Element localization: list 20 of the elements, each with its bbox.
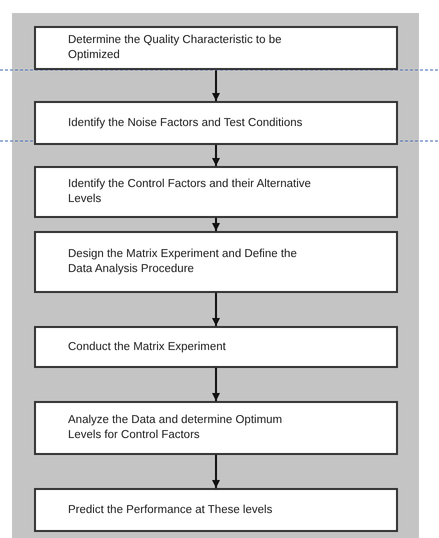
process-box [34, 26, 398, 70]
arrow [212, 455, 220, 488]
process-box [34, 166, 398, 218]
step-text: Determine the Quality Characteristic to be Optimized [68, 33, 282, 63]
step-text: Design the Matrix Experiment and Define the Data Analysis Procedure [68, 247, 298, 277]
arrow [212, 218, 220, 231]
process-box [34, 401, 398, 455]
process-box [34, 101, 398, 145]
arrow [212, 70, 220, 101]
step-text: Conduct the Matrix Experiment [68, 340, 226, 354]
process-box [34, 231, 398, 293]
step-text: Identify the Control Factors and their Alternative Levels [68, 177, 312, 207]
arrow [212, 293, 220, 326]
step-text: Predict the Performance at These levels [68, 502, 272, 518]
process-box [34, 326, 398, 368]
arrow [212, 368, 220, 401]
process-box [34, 488, 398, 532]
arrow [212, 145, 220, 166]
step-text: Identify the Noise Factors and Test Conditions [68, 116, 302, 130]
step-text: Analyze the Data and determine Optimum Levels for Control Factors [68, 413, 284, 443]
